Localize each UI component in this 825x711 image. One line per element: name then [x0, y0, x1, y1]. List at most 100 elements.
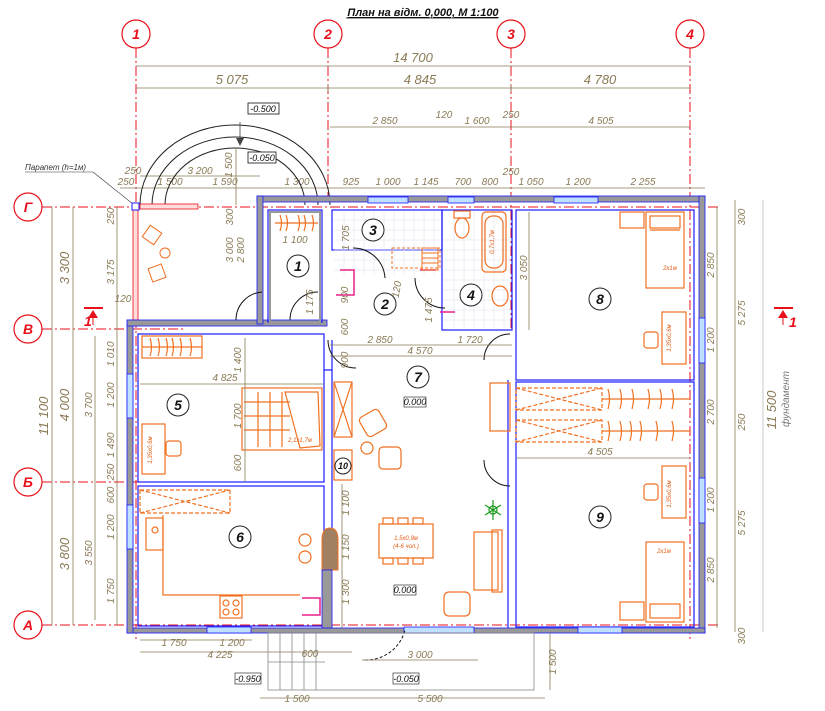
svg-text:В: В: [23, 321, 33, 337]
svg-text:1 400: 1 400: [233, 347, 244, 372]
living-furniture: [333, 381, 503, 617]
plant-icon: [484, 500, 502, 520]
axis-V: В: [13, 314, 185, 344]
svg-text:1 500: 1 500: [224, 152, 235, 177]
svg-text:800: 800: [482, 177, 499, 188]
svg-text:1 200: 1 200: [106, 514, 117, 539]
svg-text:1 700: 1 700: [233, 403, 244, 428]
svg-text:-0.950: -0.950: [235, 674, 261, 684]
svg-text:1: 1: [789, 314, 797, 330]
svg-text:5: 5: [174, 397, 182, 413]
svg-text:2 800: 2 800: [236, 237, 247, 263]
svg-text:1 300: 1 300: [341, 579, 352, 604]
svg-text:1: 1: [132, 26, 140, 42]
axis-2: 2: [313, 19, 343, 200]
svg-text:2х1м: 2х1м: [656, 549, 671, 555]
svg-text:3 700: 3 700: [84, 392, 95, 417]
svg-text:2 850: 2 850: [706, 252, 717, 278]
svg-text:0.000: 0.000: [404, 397, 427, 407]
room5-furniture: [141, 335, 323, 475]
svg-text:4 000: 4 000: [57, 388, 72, 421]
svg-text:1 490: 1 490: [106, 432, 117, 457]
svg-text:5 500: 5 500: [417, 694, 442, 705]
svg-text:1,35х0,6м: 1,35х0,6м: [148, 436, 154, 463]
svg-text:1 750: 1 750: [106, 578, 117, 603]
svg-text:1 500: 1 500: [284, 694, 309, 705]
svg-text:120: 120: [115, 294, 132, 305]
svg-text:600: 600: [233, 454, 244, 471]
parapet-wall-left: [132, 209, 139, 321]
svg-text:1 705: 1 705: [341, 225, 352, 250]
svg-text:3 300: 3 300: [57, 251, 72, 284]
svg-text:10: 10: [338, 461, 348, 471]
svg-text:(4-6 чол.): (4-6 чол.): [393, 544, 419, 550]
exterior-walls: [126, 195, 706, 634]
svg-text:4 825: 4 825: [212, 373, 237, 384]
svg-text:3 200: 3 200: [187, 166, 212, 177]
svg-text:8: 8: [596, 291, 604, 307]
room8-furniture: [489, 211, 690, 443]
svg-text:1: 1: [294, 258, 302, 274]
svg-text:3 050: 3 050: [519, 255, 530, 280]
svg-text:А: А: [22, 617, 33, 633]
svg-text:1 300: 1 300: [284, 177, 309, 188]
svg-text:250: 250: [117, 177, 135, 188]
svg-text:1 100: 1 100: [282, 235, 307, 246]
svg-text:1 145: 1 145: [413, 177, 438, 188]
column: [321, 527, 339, 571]
svg-text:1: 1: [84, 313, 92, 329]
svg-text:250: 250: [106, 463, 117, 481]
axis-4: 4: [675, 19, 705, 640]
svg-text:4 780: 4 780: [584, 72, 617, 87]
svg-text:3 000: 3 000: [407, 650, 432, 661]
porch-steps: [267, 632, 535, 691]
svg-text:4 225: 4 225: [207, 650, 232, 661]
svg-text:4: 4: [685, 26, 694, 42]
svg-text:600: 600: [340, 318, 351, 335]
svg-text:1 100: 1 100: [341, 490, 352, 515]
svg-text:2: 2: [380, 296, 389, 312]
left-dimensions: [51, 207, 118, 625]
svg-text:-0.050: -0.050: [249, 153, 275, 163]
svg-text:2 850: 2 850: [366, 335, 392, 346]
svg-text:1 590: 1 590: [212, 177, 237, 188]
svg-text:600: 600: [106, 486, 117, 503]
svg-text:1 050: 1 050: [518, 177, 543, 188]
svg-text:1 200: 1 200: [706, 327, 717, 352]
svg-text:250: 250: [124, 166, 142, 177]
svg-text:2,1х1,7м: 2,1х1,7м: [287, 438, 312, 444]
svg-text:5 275: 5 275: [737, 300, 748, 325]
svg-text:4 505: 4 505: [588, 116, 613, 127]
svg-text:0.000: 0.000: [394, 585, 417, 595]
svg-text:1 200: 1 200: [219, 638, 244, 649]
svg-text:1 200: 1 200: [106, 382, 117, 407]
svg-text:900: 900: [340, 286, 351, 303]
svg-text:120: 120: [391, 280, 405, 299]
svg-text:1 475: 1 475: [424, 297, 435, 322]
svg-text:4: 4: [466, 287, 475, 303]
svg-text:300: 300: [737, 627, 748, 644]
closet-room1: [275, 214, 318, 232]
svg-text:3: 3: [369, 222, 377, 238]
svg-text:6: 6: [236, 529, 244, 545]
svg-text:2 850: 2 850: [371, 116, 397, 127]
svg-text:0,7х1,7м: 0,7х1,7м: [490, 230, 496, 254]
svg-text:600: 600: [302, 649, 319, 660]
svg-text:11 100: 11 100: [36, 396, 51, 436]
svg-text:5 275: 5 275: [737, 510, 748, 535]
svg-text:2 255: 2 255: [629, 177, 655, 188]
svg-text:120: 120: [436, 110, 453, 121]
svg-text:14 700: 14 700: [393, 50, 434, 65]
svg-text:250: 250: [106, 207, 117, 225]
svg-text:3 175: 3 175: [106, 259, 117, 284]
svg-text:2 850: 2 850: [706, 557, 717, 583]
svg-text:1 500: 1 500: [548, 649, 559, 674]
svg-text:2х1м: 2х1м: [662, 266, 677, 272]
svg-text:3 800: 3 800: [57, 537, 72, 570]
svg-text:700: 700: [455, 177, 472, 188]
terrace-steps: [139, 124, 331, 206]
section-mark-left: 1: [84, 307, 103, 329]
svg-text:250: 250: [502, 167, 520, 178]
plan-title: План на відм. 0,000, М 1:100: [347, 7, 499, 19]
